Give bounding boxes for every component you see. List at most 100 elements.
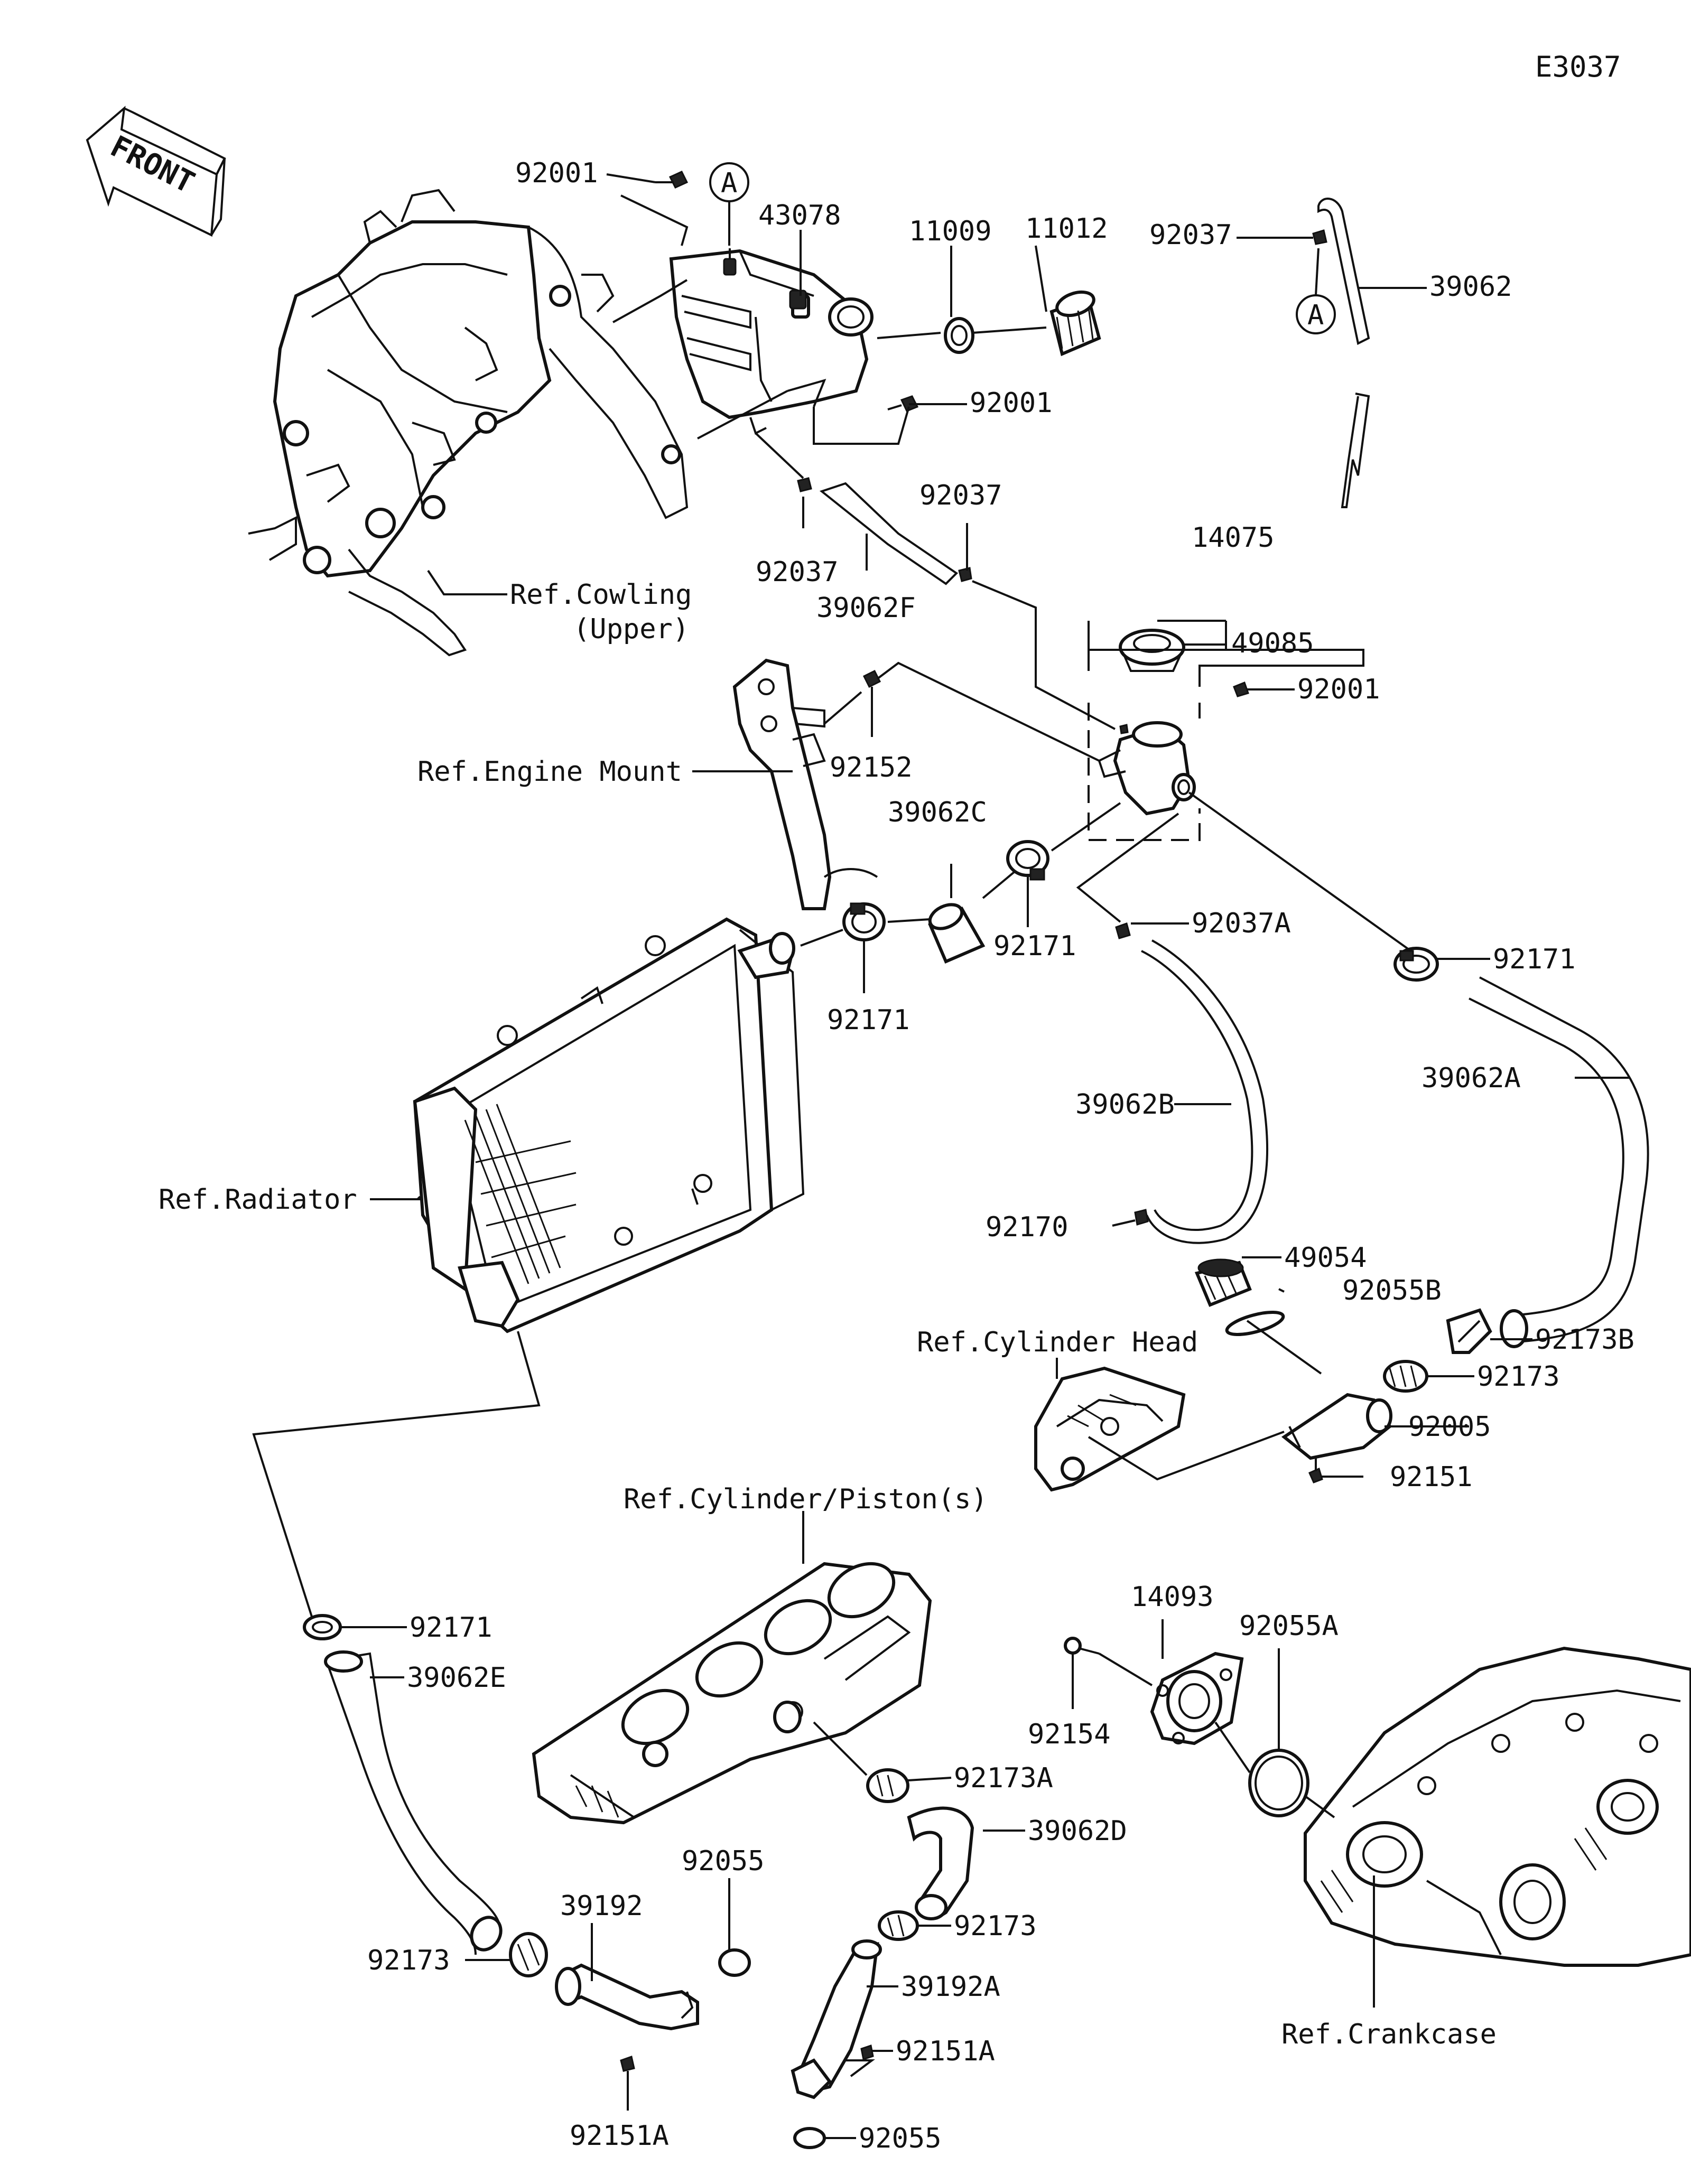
label-39062E: 39062E: [407, 1662, 506, 1694]
thermostat-49054-drawing: [1194, 1258, 1252, 1307]
bolt-92154-drawing: [1064, 1637, 1100, 1655]
label-92151A-a: 92151A: [570, 2120, 669, 2152]
reservoir-tank-drawing: [669, 248, 874, 435]
label-92037A: 92037A: [1192, 908, 1291, 939]
label-14075: 14075: [1192, 522, 1275, 554]
ref-cowling-upper: (Upper): [573, 613, 689, 645]
label-92152: 92152: [830, 752, 913, 783]
label-92173-a: 92173: [1477, 1361, 1560, 1393]
leader-lines: [252, 173, 1630, 2139]
clamp-92171-c-drawing: [1393, 947, 1439, 982]
hose-39062A-drawing: [1469, 976, 1649, 1348]
housing-92005-drawing: [1281, 1393, 1392, 1460]
bolt-92151A-b-drawing: [860, 2045, 874, 2060]
oring-92055-a-drawing: [718, 1948, 751, 1977]
oring-92055A-drawing: [1248, 1749, 1309, 1817]
hose-39062B-drawing: [1115, 922, 1269, 1244]
label-39062F: 39062F: [816, 592, 916, 624]
label-92171-a: 92171: [993, 930, 1076, 962]
clamp-92173-c-drawing: [878, 1910, 919, 1941]
label-92173B: 92173B: [1535, 1324, 1634, 1356]
label-92037-mid: 92037: [919, 480, 1002, 511]
hose-39062C-drawing: [928, 903, 986, 964]
crankcase-drawing: [1304, 1646, 1691, 1967]
label-43078: 43078: [758, 200, 841, 231]
ref-cowling: Ref.Cowling: [510, 579, 692, 611]
radiator-cap-49085-drawing: [1119, 629, 1185, 672]
cap-11012-drawing: [1049, 290, 1101, 357]
label-92170: 92170: [986, 1211, 1069, 1243]
clamp-92173B-drawing: [1446, 1308, 1492, 1354]
callout-a-right-letter: A: [1307, 300, 1324, 331]
cylinder-head-drawing: [1034, 1366, 1186, 1492]
label-92001-cap: 92001: [1297, 674, 1380, 705]
oring-92055B-drawing: [1225, 1310, 1285, 1337]
label-92055-a: 92055: [682, 1845, 765, 1877]
ref-radiator: Ref.Radiator: [159, 1184, 357, 1216]
label-92037-left: 92037: [756, 556, 839, 588]
reference-labels: Ref.Cowling (Upper) Ref.Engine Mount Ref…: [159, 579, 1497, 2050]
label-92037-top: 92037: [1149, 219, 1232, 251]
label-39062C: 39062C: [888, 797, 987, 828]
label-39192: 39192: [560, 1890, 643, 1922]
ref-crankcase: Ref.Crankcase: [1281, 2019, 1497, 2050]
cylinder-pistons-drawing: [532, 1562, 932, 1825]
clamp-92173-a-drawing: [1383, 1360, 1428, 1393]
ref-cylinder-piston: Ref.Cylinder/Piston(s): [624, 1483, 988, 1515]
water-pump-14093-drawing: [1150, 1651, 1244, 1746]
callout-a-top: A: [709, 162, 749, 202]
clamp-92171-d-drawing: [303, 1614, 342, 1640]
oring-92055-b-drawing: [793, 2127, 826, 2149]
pipe-39192-drawing: [555, 1963, 699, 2031]
label-39192A: 39192A: [901, 1971, 1000, 2003]
hose-39062F-drawing: [797, 477, 972, 585]
ref-engine-mount: Ref.Engine Mount: [417, 756, 682, 788]
label-92171-c: 92171: [1493, 944, 1576, 975]
bolt-92151A-a-drawing: [620, 2056, 635, 2072]
label-92151A-b: 92151A: [896, 2036, 995, 2067]
label-49085: 49085: [1231, 628, 1314, 659]
label-14093: 14093: [1131, 1581, 1214, 1613]
label-92173-c: 92173: [954, 1910, 1037, 1942]
label-39062D: 39062D: [1028, 1815, 1127, 1847]
clamp-92173A-drawing: [866, 1768, 909, 1803]
label-11012: 11012: [1025, 213, 1108, 245]
label-39062A: 39062A: [1421, 1062, 1521, 1094]
label-92171-b: 92171: [827, 1004, 910, 1036]
diagram-code: E3037: [1535, 50, 1621, 83]
hose-39062D-drawing: [907, 1806, 974, 1920]
pipe-39192A-drawing: [791, 1939, 882, 2099]
label-92055B: 92055B: [1342, 1275, 1442, 1306]
label-92055-b: 92055: [859, 2123, 942, 2154]
bolt-92001-top: [655, 171, 689, 189]
label-92173-b: 92173: [367, 1945, 450, 1976]
cowling-frame-drawing: [248, 189, 689, 657]
clamp-92171-b-drawing: [842, 902, 886, 941]
ref-cylinder-head: Ref.Cylinder Head: [917, 1327, 1198, 1358]
label-49054: 49054: [1284, 1242, 1367, 1274]
callout-a-top-letter: A: [721, 167, 737, 199]
label-11009: 11009: [909, 216, 992, 247]
radiator-drawing: [413, 917, 805, 1333]
hose-39062E-drawing: [324, 1650, 503, 1955]
callout-a-right: A: [1296, 294, 1336, 334]
label-92005: 92005: [1408, 1411, 1491, 1443]
label-92171-d: 92171: [410, 1612, 493, 1644]
label-92154: 92154: [1028, 1719, 1111, 1750]
label-92055A: 92055A: [1239, 1610, 1339, 1642]
filler-neck-drawing: [1098, 682, 1249, 816]
label-92001-top: 92001: [515, 157, 598, 189]
bolt-92151-drawing: [1308, 1458, 1323, 1483]
label-92151: 92151: [1390, 1461, 1473, 1493]
label-92173A: 92173A: [954, 1762, 1053, 1794]
engine-mount-drawing: [732, 658, 881, 910]
label-92001-mid: 92001: [970, 387, 1053, 419]
ring-11009-drawing: [944, 317, 974, 354]
clamp-92171-a-drawing: [1006, 840, 1049, 881]
label-39062B: 39062B: [1075, 1089, 1175, 1121]
hose-39062-drawing: [1312, 198, 1370, 508]
clamp-92173-b-drawing: [509, 1932, 548, 1977]
part-labels: 92001 43078 11009 11012 92037 39062 9200…: [367, 157, 1634, 2154]
label-39062: 39062: [1429, 271, 1512, 303]
